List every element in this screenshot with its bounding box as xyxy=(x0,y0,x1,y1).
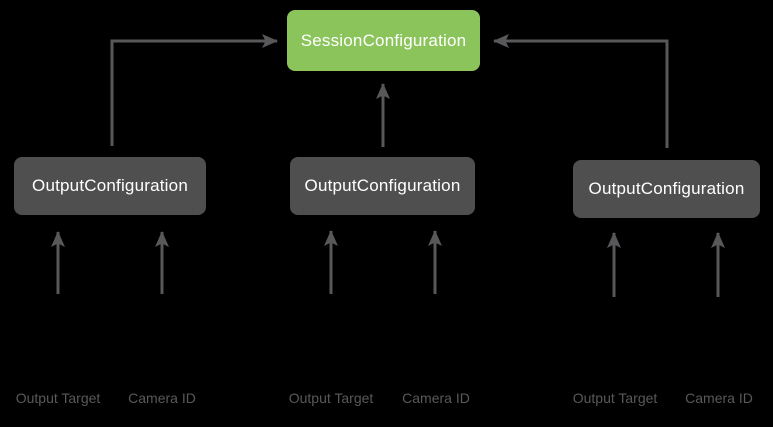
output-target-label-3: Output Target xyxy=(572,390,658,406)
arrow-output1-to-session xyxy=(110,34,278,146)
output-configuration-label: OutputConfiguration xyxy=(304,176,461,195)
output-configuration-node-2: OutputConfiguration xyxy=(290,157,475,215)
arrow-output3-to-session xyxy=(493,34,669,148)
camera-id-label-3: Camera ID xyxy=(685,390,753,406)
session-configuration-node: SessionConfiguration xyxy=(287,10,480,71)
output-configuration-node-3: OutputConfiguration xyxy=(573,160,760,218)
output-configuration-label: OutputConfiguration xyxy=(32,176,188,195)
output-target-label-1: Output Target xyxy=(15,390,101,406)
output-configuration-label: OutputConfiguration xyxy=(588,179,745,198)
output-target-label-2: Output Target xyxy=(288,390,374,406)
output-configuration-node-1: OutputConfiguration xyxy=(14,157,206,215)
camera-id-label-2: Camera ID xyxy=(402,390,470,406)
camera-id-label-1: Camera ID xyxy=(128,390,196,406)
session-configuration-label: SessionConfiguration xyxy=(300,30,467,50)
